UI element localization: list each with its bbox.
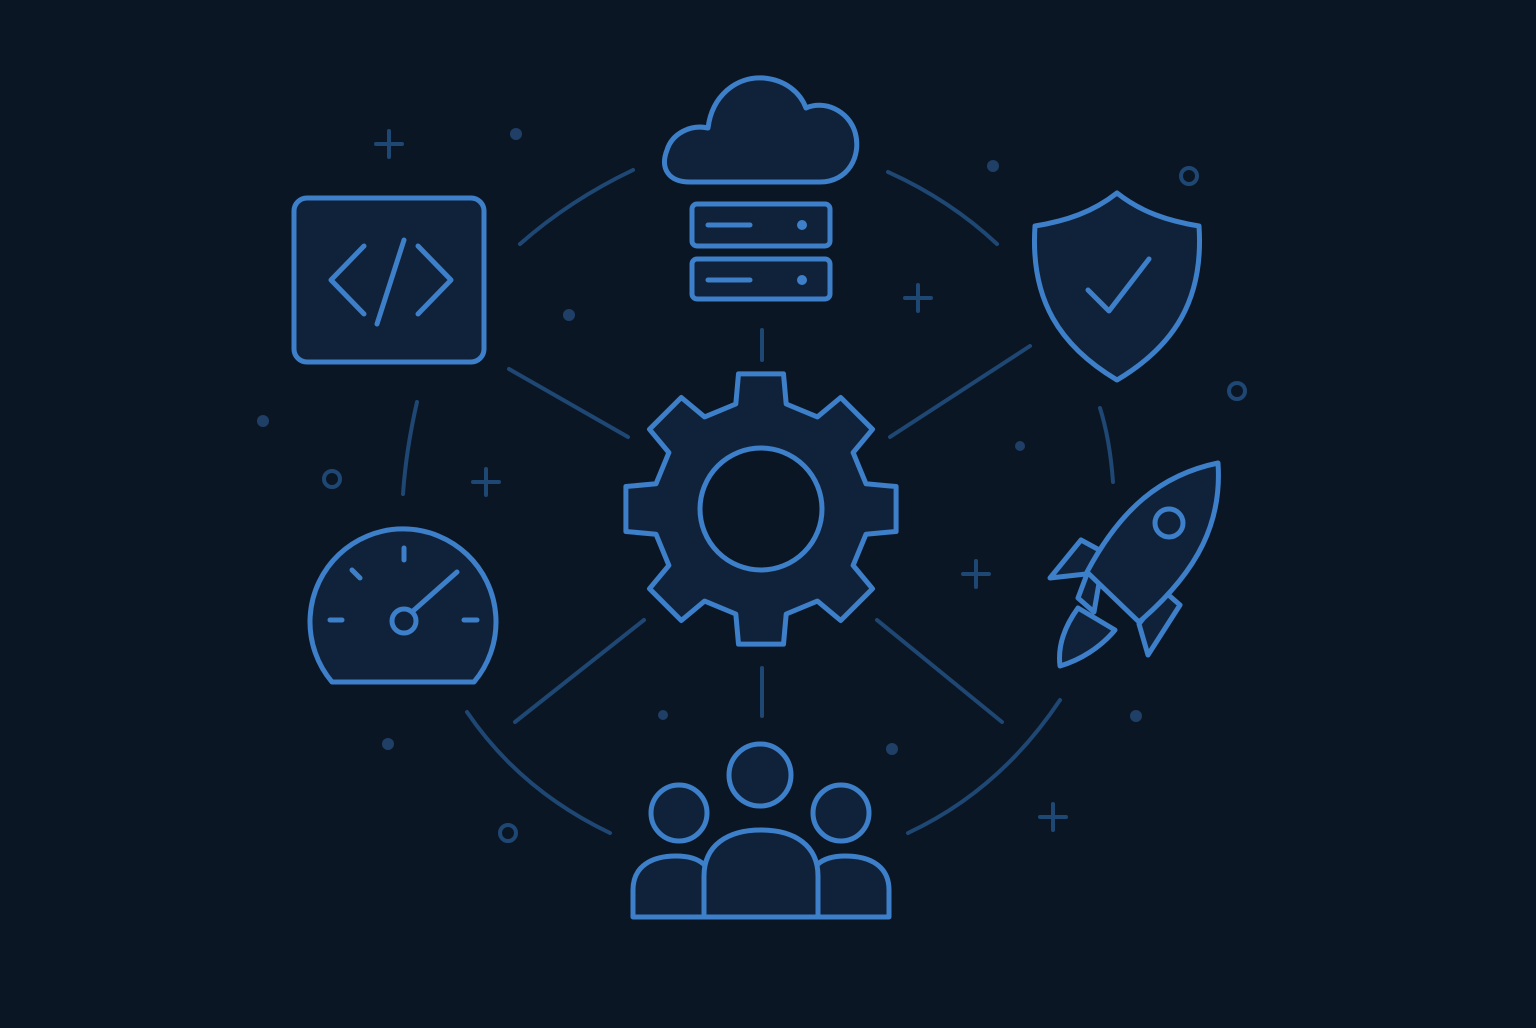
gauge-pivot	[389, 606, 419, 636]
sparkle-dot	[257, 415, 269, 427]
sparkle-plus	[1038, 802, 1068, 832]
code-window-icon	[291, 195, 487, 365]
angle-left-bracket	[328, 243, 367, 317]
sparkle-dot	[510, 128, 522, 140]
sparkle-dot	[886, 743, 898, 755]
angle-right-bracket	[415, 243, 454, 317]
spoke-gauge	[513, 618, 646, 724]
sparkle-ring	[1227, 381, 1247, 401]
sparkle-plus	[961, 559, 991, 589]
server-led-1	[797, 220, 807, 230]
sparkle-dot	[1130, 710, 1142, 722]
gear-icon	[623, 371, 899, 647]
user-center-body	[701, 827, 821, 920]
ring-arc-shield-rocket	[1098, 406, 1115, 484]
sparkle-dot	[658, 710, 668, 720]
ring-arc-gauge-code	[401, 400, 419, 496]
ring-arc-cloud-shield	[886, 170, 999, 246]
cloud-shape	[662, 75, 860, 185]
spoke-rocket	[875, 618, 1004, 724]
user-center-head	[726, 741, 794, 809]
users-group-icon	[630, 741, 892, 920]
sparkle-dot	[1015, 441, 1025, 451]
sparkle-plus	[471, 467, 501, 497]
check-mark	[1085, 256, 1152, 314]
spokes	[507, 328, 1032, 724]
ring-arc-rocket-team	[906, 698, 1062, 835]
sparkle-dot	[563, 309, 575, 321]
shield-shape	[1031, 190, 1203, 383]
gauge-needle	[410, 569, 460, 614]
server-unit-2	[689, 256, 833, 302]
sparkle-plus	[374, 129, 404, 159]
shield-check-icon	[1031, 190, 1203, 383]
ring-arc-code-cloud	[518, 168, 635, 246]
rocket-flame	[1057, 605, 1118, 669]
sparkle-ring	[498, 823, 518, 843]
rocket-window	[1152, 506, 1186, 540]
spoke-code	[507, 367, 630, 439]
gauge-tick-left	[349, 567, 363, 581]
sparkle-dot	[382, 738, 394, 750]
user-left-head	[648, 782, 710, 844]
server-unit-1	[689, 201, 833, 249]
sparkle-ring	[1179, 166, 1199, 186]
sparkle-plus	[903, 283, 933, 313]
user-left-body	[630, 853, 716, 920]
sparkles	[257, 128, 1247, 843]
code-slash	[374, 237, 407, 327]
gear-hole	[697, 445, 825, 573]
sparkle-ring	[322, 469, 342, 489]
speedometer-icon	[307, 526, 499, 685]
ring-arc-team-gauge	[465, 710, 612, 835]
outer-ring	[401, 168, 1115, 835]
sparkle-dot	[987, 160, 999, 172]
rocket-body	[1084, 460, 1221, 625]
gauge-dial	[307, 526, 499, 685]
user-right-head	[810, 782, 872, 844]
spoke-shield	[888, 344, 1032, 439]
cloud-server-icon	[662, 75, 860, 302]
rocket-icon	[1047, 460, 1221, 669]
server-led-2	[797, 275, 807, 285]
